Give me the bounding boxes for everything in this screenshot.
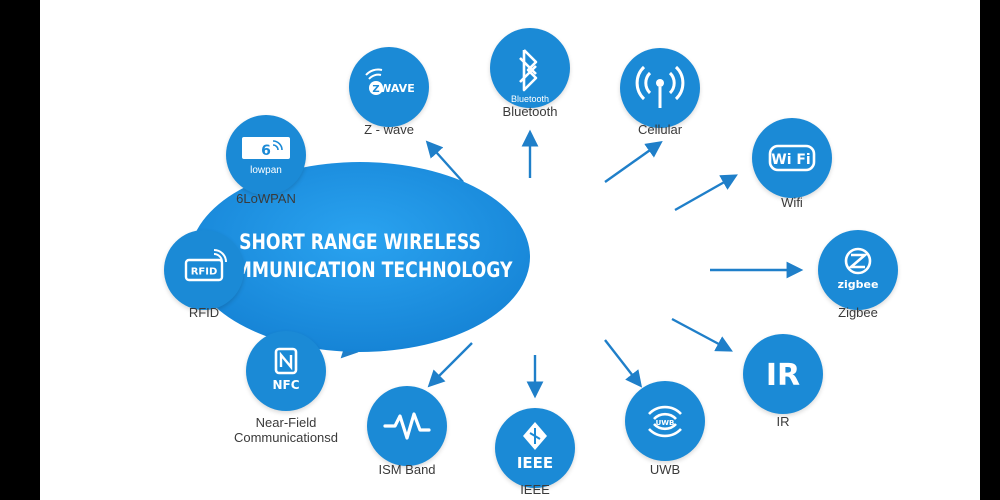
uwb-icon: UWB bbox=[625, 381, 705, 461]
node-label-ieee: IEEE bbox=[520, 482, 550, 497]
node-label-cellular: Cellular bbox=[637, 122, 683, 137]
svg-text:Wi Fi: Wi Fi bbox=[771, 152, 810, 168]
arrow-ir bbox=[671, 317, 733, 352]
rfid-icon: RFID bbox=[164, 230, 244, 310]
svg-text:WAVE: WAVE bbox=[379, 82, 414, 95]
ism-band-icon bbox=[367, 386, 447, 466]
node-label-zwave: Z - wave bbox=[364, 122, 414, 137]
svg-text:IEEE: IEEE bbox=[517, 454, 553, 472]
wifi-icon: Wi Fi bbox=[752, 118, 832, 198]
svg-text:RFID: RFID bbox=[191, 267, 218, 278]
nfc-icon: NFC bbox=[246, 331, 326, 411]
node-label-ism: ISM Band bbox=[378, 462, 436, 477]
node-label-zigbee: Zigbee bbox=[838, 305, 878, 320]
arrow-uwb bbox=[604, 339, 643, 388]
svg-text:6: 6 bbox=[261, 143, 271, 159]
hub-title-line2: COMMUNICATION TECHNOLOGY bbox=[207, 258, 513, 282]
arrow-cellular bbox=[604, 141, 663, 183]
zigbee-icon: zigbee bbox=[818, 230, 898, 310]
bluetooth-icon: Bluetooth bbox=[490, 28, 570, 108]
svg-text:IR: IR bbox=[766, 358, 800, 393]
svg-text:NFC: NFC bbox=[272, 378, 299, 392]
svg-text:UWB: UWB bbox=[656, 419, 675, 427]
svg-text:Z: Z bbox=[372, 84, 379, 95]
arrow-wifi bbox=[674, 174, 738, 212]
arrow-ism bbox=[427, 342, 473, 388]
node-label-rfid: RFID bbox=[188, 305, 220, 320]
node-label-ir: IR bbox=[776, 414, 790, 429]
diagram-svg bbox=[190, 129, 804, 399]
ieee-icon: IEEE bbox=[495, 408, 575, 488]
arrow-zwave bbox=[425, 140, 464, 183]
ir-icon: IR bbox=[743, 334, 823, 414]
node-label-wifi: Wifi bbox=[781, 195, 803, 210]
node-label-bluetooth: Bluetooth bbox=[502, 104, 558, 119]
hub-title: SHORT RANGE WIRELESS COMMUNICATION TECHN… bbox=[196, 228, 524, 284]
diagram-canvas: SHORT RANGE WIRELESS COMMUNICATION TECHN… bbox=[40, 0, 980, 500]
cellular-icon bbox=[620, 48, 700, 128]
hub-title-line1: SHORT RANGE WIRELESS bbox=[239, 230, 481, 254]
node-label-uwb: UWB bbox=[649, 462, 681, 477]
hub-ellipse bbox=[190, 162, 530, 352]
svg-text:lowpan: lowpan bbox=[250, 165, 282, 176]
svg-text:Bluetooth: Bluetooth bbox=[511, 94, 549, 104]
node-label-6lowpan: 6LoWPAN bbox=[236, 191, 296, 206]
6lowpan-icon: 6 lowpan bbox=[226, 115, 306, 195]
svg-text:zigbee: zigbee bbox=[838, 278, 879, 291]
